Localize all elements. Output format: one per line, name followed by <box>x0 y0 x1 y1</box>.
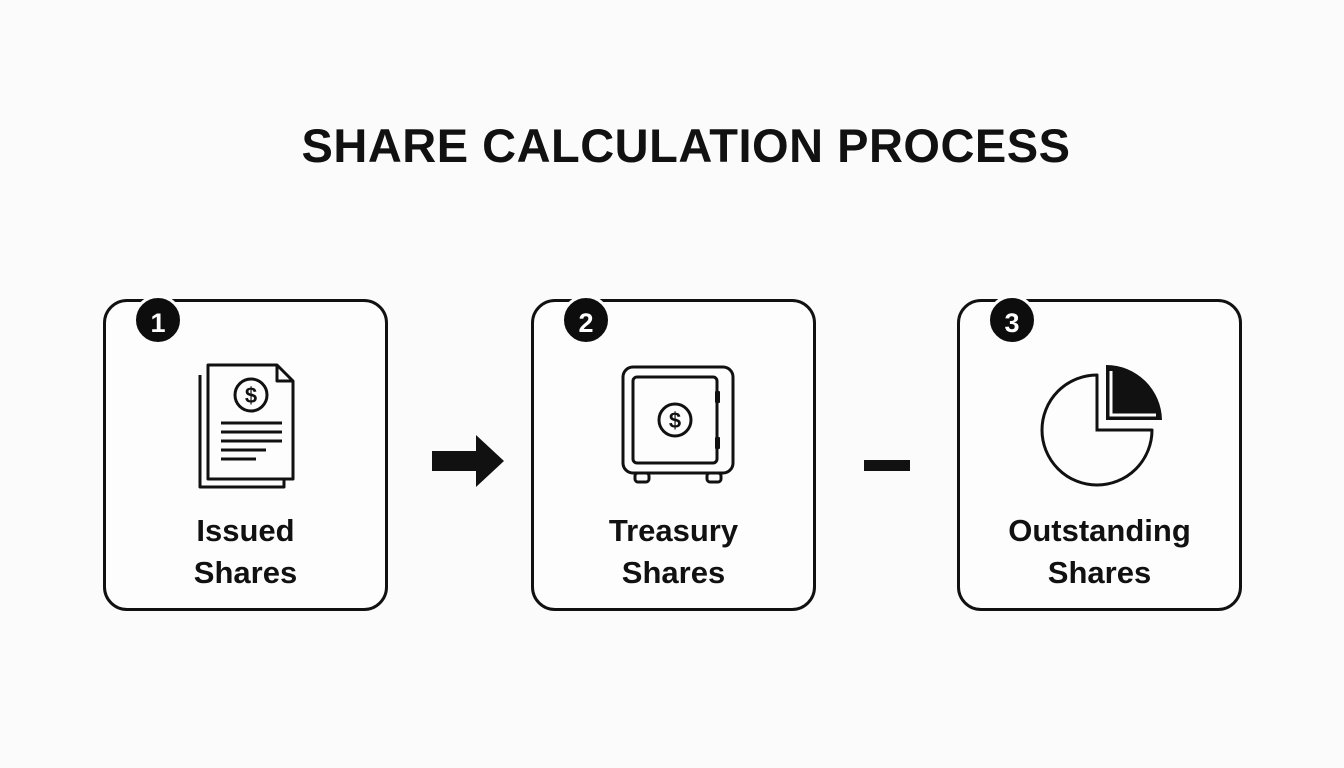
svg-text:$: $ <box>669 408 681 433</box>
safe-dollar-icon: $ <box>621 365 735 484</box>
step-label-line1: Issued <box>196 513 295 548</box>
pie-chart-icon <box>1040 365 1162 487</box>
arrow-right-icon <box>432 435 504 487</box>
step-number-badge: 3 <box>987 295 1037 345</box>
step-label-line2: Shares <box>621 555 726 590</box>
step-label: Outstanding Shares <box>960 510 1239 594</box>
step-label: Treasury Shares <box>534 510 813 594</box>
page-title: SHARE CALCULATION PROCESS <box>301 119 1071 172</box>
step-label-line2: Shares <box>193 555 298 590</box>
step-number-badge: 1 <box>133 295 183 345</box>
step-card-outstanding-shares: 3 Outstanding Shares <box>957 295 1242 611</box>
step-card-issued-shares: 1 $ Issued Shares <box>103 295 388 611</box>
step-label-line1: Treasury <box>608 513 739 548</box>
step-label: Issued Shares <box>106 510 385 594</box>
minus-icon <box>864 460 910 471</box>
step-label-line2: Shares <box>1047 555 1152 590</box>
document-dollar-icon: $ <box>198 363 295 489</box>
svg-text:$: $ <box>245 383 257 408</box>
step-number-badge: 2 <box>561 295 611 345</box>
step-label-line1: Outstanding <box>1008 513 1191 548</box>
step-card-treasury-shares: 2 $ Treasury Shares <box>531 295 816 611</box>
